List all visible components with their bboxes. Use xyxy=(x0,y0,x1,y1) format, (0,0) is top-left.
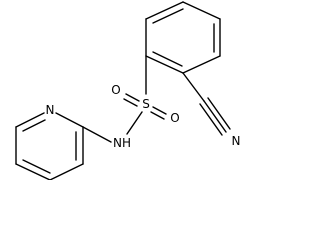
aromatic-bond-inner xyxy=(152,51,183,67)
triple-bond xyxy=(207,97,231,130)
double-bond xyxy=(123,98,138,107)
bond xyxy=(49,163,84,180)
bond xyxy=(182,72,205,102)
benzene-ring xyxy=(145,1,221,74)
triple-bond xyxy=(203,100,227,133)
aromatic-bond-inner xyxy=(152,8,184,24)
chemical-structure: O S O N N NH xyxy=(15,1,241,180)
double-bond xyxy=(125,93,140,102)
bond xyxy=(55,112,84,128)
aromatic-bond-inner xyxy=(22,159,51,174)
bond xyxy=(182,1,221,20)
atom-label-amine: NH xyxy=(113,136,131,150)
atom-label-sulfur: S xyxy=(142,97,150,111)
atom-label-nitrile-nitrogen: N xyxy=(232,134,241,148)
bond xyxy=(145,1,184,20)
triple-bond xyxy=(199,103,223,136)
bond xyxy=(15,112,45,128)
atom-label-oxygen: O xyxy=(111,83,120,97)
bond xyxy=(82,126,112,143)
bond xyxy=(182,55,221,74)
atom-labels: O S O N N NH xyxy=(46,83,241,150)
aromatic-bond-inner xyxy=(22,119,46,132)
sulfonyl-group xyxy=(123,55,167,135)
double-bond xyxy=(152,106,167,115)
bond xyxy=(126,111,143,135)
atom-label-pyridine-nitrogen: N xyxy=(46,103,55,117)
atom-label-oxygen: O xyxy=(170,111,179,125)
bond xyxy=(145,55,184,74)
pyridine-ring xyxy=(15,112,112,180)
nitrile-group xyxy=(182,72,231,136)
bond xyxy=(15,163,51,180)
double-bond xyxy=(150,111,165,120)
